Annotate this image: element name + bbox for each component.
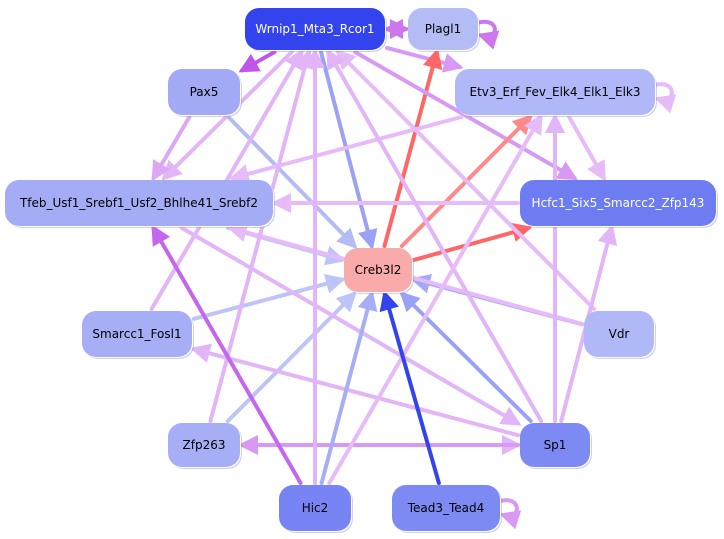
edge-pax5-to-tfeb	[151, 115, 192, 182]
node-smarcc1[interactable]: Smarcc1_Fosl1	[82, 311, 192, 357]
node-etv3[interactable]: Etv3_Erf_Fev_Elk4_Elk1_Elk3	[455, 69, 655, 115]
node-label: Creb3l2	[354, 263, 402, 277]
node-pax5[interactable]: Pax5	[168, 69, 240, 115]
node-wrnip1[interactable]: Wrnip1_Mta3_Rcor1	[245, 8, 385, 50]
node-tfeb[interactable]: Tfeb_Usf1_Srebf1_Usf2_Bhlhe41_Srebf2	[5, 180, 273, 226]
edge-hic2-to-tfeb	[151, 224, 303, 485]
edge-smarcc1-to-creb3l2	[192, 274, 346, 321]
edge-wrnip1-to-hcfc1	[353, 50, 578, 180]
edge-etv3-to-hcfc1	[567, 115, 606, 182]
node-label: Tead3_Tead4	[407, 501, 485, 515]
node-label: Wrnip1_Mta3_Rcor1	[255, 22, 375, 36]
node-vdr[interactable]: Vdr	[584, 311, 654, 357]
edge-hic2-to-etv3	[327, 113, 543, 485]
node-sp1[interactable]: Sp1	[520, 423, 590, 467]
node-label: Pax5	[189, 85, 219, 99]
node-hcfc1[interactable]: Hcfc1_Six5_Smarcc2_Zfp143	[520, 180, 716, 226]
node-plagl1[interactable]: Plagl1	[408, 8, 478, 50]
edge-hic2-to-creb3l2	[319, 290, 378, 485]
edge-creb3l2-to-hcfc1	[412, 222, 533, 262]
edge-wrnip1-to-tfeb	[161, 50, 294, 181]
node-hic2[interactable]: Hic2	[279, 485, 351, 531]
node-label: Vdr	[608, 327, 630, 341]
node-label: Sp1	[543, 438, 567, 452]
node-tead3[interactable]: Tead3_Tead4	[392, 485, 500, 531]
edge-sp1-to-smarcc1	[190, 343, 520, 438]
node-label: Plagl1	[424, 22, 462, 36]
node-creb3l2[interactable]: Creb3l2	[344, 248, 412, 292]
node-label: Hcfc1_Six5_Smarcc2_Zfp143	[531, 196, 705, 210]
edge-creb3l2-to-plagl1	[382, 48, 443, 248]
edge-tfeb-to-sp1	[179, 226, 522, 426]
edge-vdr-to-wrnip1	[335, 49, 597, 311]
edge-wrnip1-to-etv3	[385, 45, 464, 73]
node-zfp263[interactable]: Zfp263	[168, 423, 240, 467]
edges-layer	[149, 19, 677, 530]
edge-etv3-to-tfeb	[228, 115, 464, 184]
node-label: Smarcc1_Fosl1	[92, 327, 182, 341]
node-label: Etv3_Erf_Fev_Elk4_Elk1_Elk3	[469, 85, 641, 99]
edge-tead3-to-tead3	[498, 498, 522, 530]
node-label: Hic2	[301, 501, 329, 515]
edge-sp1-to-creb3l2	[399, 291, 533, 423]
edge-wrnip1-to-pax5	[238, 50, 277, 73]
edge-sp1-to-wrnip1	[326, 48, 544, 423]
node-label: Zfp263	[182, 438, 226, 452]
edge-etv3-to-etv3	[653, 82, 677, 114]
edge-zfp263-to-creb3l2	[225, 291, 357, 423]
edge-tead3-to-creb3l2	[379, 290, 441, 485]
node-label: Tfeb_Usf1_Srebf1_Usf2_Bhlhe41_Srebf2	[19, 196, 259, 210]
edge-plagl1-to-plagl1	[476, 19, 500, 50]
